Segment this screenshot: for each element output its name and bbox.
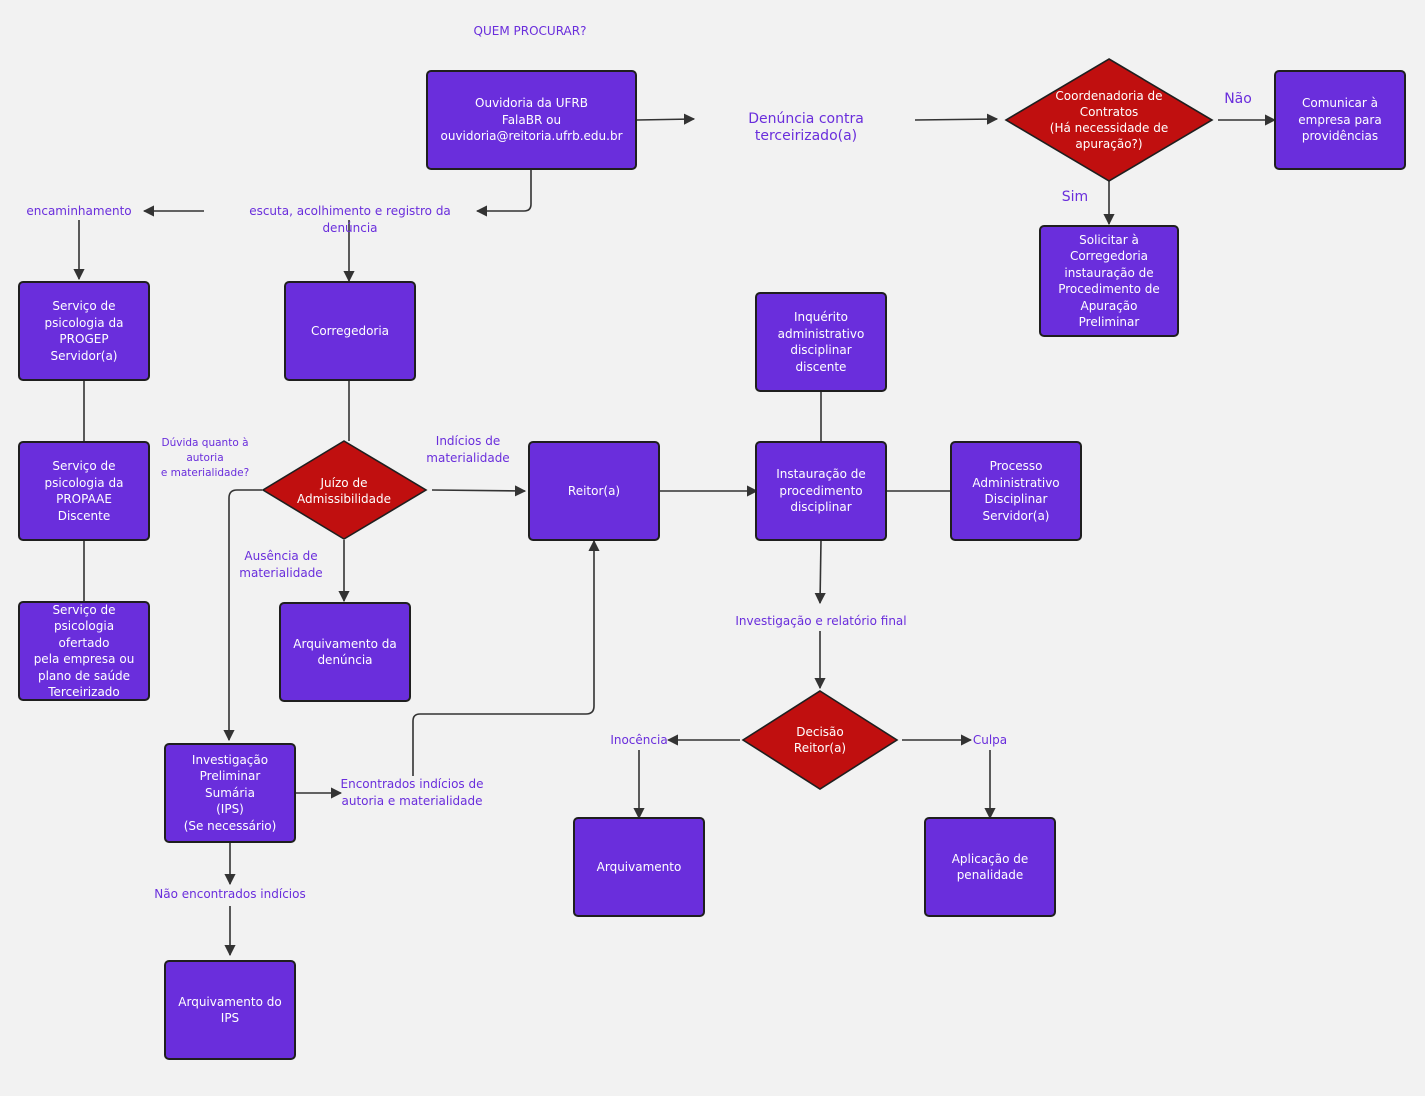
node-psicologia-progep: Serviço de psicologia da PROGEP Servidor… (18, 281, 150, 381)
label-sim: Sim (1061, 189, 1089, 205)
node-corregedoria: Corregedoria (284, 281, 416, 381)
node-instauracao: Instauração de procedimento disciplinar (755, 441, 887, 541)
node-psicologia-propaae: Serviço de psicologia da PROPAAE Discent… (18, 441, 150, 541)
label-ausencia: Ausência de materialidade (239, 549, 323, 580)
node-psicologia-terceirizado: Serviço de psicologia ofertado pela empr… (18, 601, 150, 701)
connector-juizo-reitor (431, 485, 527, 497)
decision-juizo-admissibilidade: Juízo de Admissibilidade (296, 476, 392, 506)
decision-reitor: Decisão Reitor(a) (793, 725, 847, 755)
node-aplicacao-penalidade: Aplicação de penalidade (924, 817, 1056, 917)
label-duvida: Dúvida quanto à autoria e materialidade? (160, 437, 250, 479)
node-solicitar: Solicitar à Corregedoria instauração de … (1039, 225, 1179, 337)
label-escuta: escuta, acolhimento e registro da denúnc… (249, 204, 451, 235)
node-ips: Investigação Preliminar Sumária (IPS) (S… (164, 743, 296, 843)
node-arquivamento-ips: Arquivamento do IPS (164, 960, 296, 1060)
connector-denuncia-coordenadoria (914, 113, 999, 125)
decision-coordenadoria: Coordenadoria de Contratos (Há necessida… (1049, 89, 1169, 151)
diamond-coordenadoria (1004, 58, 1214, 182)
node-arquivamento-denuncia: Arquivamento da denúncia (279, 602, 411, 702)
label-inocencia: Inocência (610, 733, 668, 747)
connector-ouvidoria-escuta (475, 170, 532, 217)
node-inquerito: Inquérito administrativo disciplinar dis… (755, 292, 887, 392)
label-denuncia-terceirizado: Denúncia contra terceirizado(a) (748, 111, 864, 144)
connector-juizo-ips (223, 489, 262, 742)
node-processo-administrativo: Processo Administrativo Disciplinar Serv… (950, 441, 1082, 541)
label-indicios: Indícios de materialidade (426, 434, 510, 465)
connector-instauracao-investigacao (814, 539, 826, 605)
label-encaminhamento: encaminhamento (26, 204, 132, 218)
diamond-juizo (261, 440, 428, 540)
node-comunicar: Comunicar à empresa para providências (1274, 70, 1406, 170)
label-nao: Não (1224, 91, 1252, 107)
label-investigacao-relatorio: Investigação e relatório final (735, 614, 907, 628)
label-culpa: Culpa (972, 733, 1008, 747)
label-encontrados-indicios: Encontrados indícios de autoria e materi… (340, 777, 484, 808)
diamond-decisao (741, 690, 899, 790)
connector-encontrados-reitor (412, 539, 600, 776)
connector-ouvidoria-denuncia (636, 113, 696, 125)
node-ouvidoria: Ouvidoria da UFRB FalaBR ou ouvidoria@re… (426, 70, 637, 170)
node-arquivamento: Arquivamento (573, 817, 705, 917)
node-reitor: Reitor(a) (528, 441, 660, 541)
label-nao-encontrados: Não encontrados indícios (154, 887, 306, 901)
page-title: QUEM PROCURAR? (473, 24, 587, 38)
